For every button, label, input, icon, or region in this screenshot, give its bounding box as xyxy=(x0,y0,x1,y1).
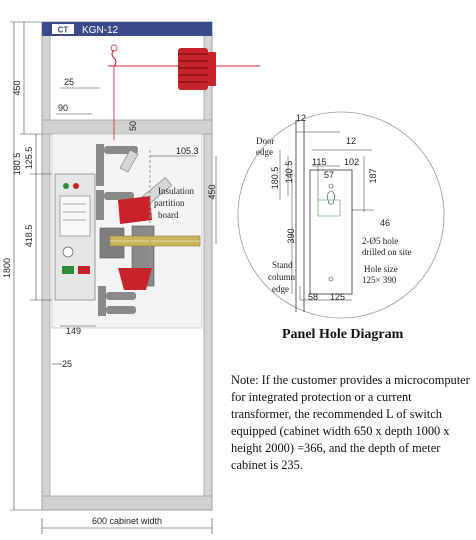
dim-25-bottom: 25 xyxy=(62,359,72,369)
panel-dim-57: 57 xyxy=(324,170,334,180)
cabinet-model-label: KGN-12 xyxy=(82,25,119,36)
panel-dim-390: 390 xyxy=(286,228,296,243)
brand-logo-icon: CT xyxy=(58,26,69,35)
panel-dim-115: 115 xyxy=(312,157,326,167)
panel-hole-caption: Panel Hole Diagram xyxy=(282,327,404,342)
panel-dim-12a: 12 xyxy=(296,113,306,123)
cabinet-frame xyxy=(41,21,213,511)
panel-hole-circle xyxy=(237,111,445,319)
customer-note: Note: If the customer provides a microco… xyxy=(231,373,470,472)
cabinet-header xyxy=(42,22,212,36)
panel-dim-102: 102 xyxy=(344,157,359,167)
dim-149: 149 xyxy=(66,326,81,336)
panel-dim-180-5: 180.5 xyxy=(270,167,280,190)
lower-insulators-icon xyxy=(98,268,152,316)
dim-90: 90 xyxy=(58,103,68,113)
panel-label-size-a: Hole size xyxy=(364,264,398,274)
dim-50: 50 xyxy=(128,121,138,131)
label-insulation: Insulation xyxy=(158,186,194,196)
dimension-lines xyxy=(10,21,217,534)
panel-dim-58: 58 xyxy=(308,292,318,302)
panel-label-hole-a: 2-Ø5 hole xyxy=(362,236,398,246)
dim-25-top: 25 xyxy=(64,77,74,87)
busbar-icon xyxy=(109,235,201,247)
label-partition: partition xyxy=(154,198,185,208)
panel-label-hole-b: drilled on site xyxy=(362,247,412,257)
dim-180-5: 180.5 xyxy=(12,153,22,176)
dim-450-right: 450 xyxy=(207,184,217,199)
wall-bushing-icon xyxy=(178,48,216,90)
dim-105-3: 105.3 xyxy=(176,146,199,156)
label-board: board xyxy=(158,210,179,220)
panel-label-stand: Stand xyxy=(272,260,293,270)
panel-dim-12b: 12 xyxy=(346,136,356,146)
panel-dim-125: 125 xyxy=(330,292,345,302)
dim-top-450: 450 xyxy=(12,80,22,95)
dim-cabinet-width: 600 cabinet width xyxy=(92,516,162,526)
dim-total-height: 1800 xyxy=(2,258,12,278)
brand-logo-box xyxy=(52,24,74,34)
panel-label-door: Door xyxy=(256,136,275,146)
panel-dim-187: 187 xyxy=(368,168,378,183)
panel-label-column: column xyxy=(268,272,295,282)
panel-label-edge2: edge xyxy=(272,284,289,294)
panel-dim-140-5: 140.5 xyxy=(284,161,294,184)
dim-125-5: 125.5 xyxy=(24,147,34,170)
panel-dim-46: 46 xyxy=(380,218,390,228)
panel-label-size-b: 125× 390 xyxy=(362,275,397,285)
dim-418-5: 418.5 xyxy=(24,225,34,248)
control-panel-icon xyxy=(54,173,96,301)
panel-label-edge: edge xyxy=(256,147,273,157)
